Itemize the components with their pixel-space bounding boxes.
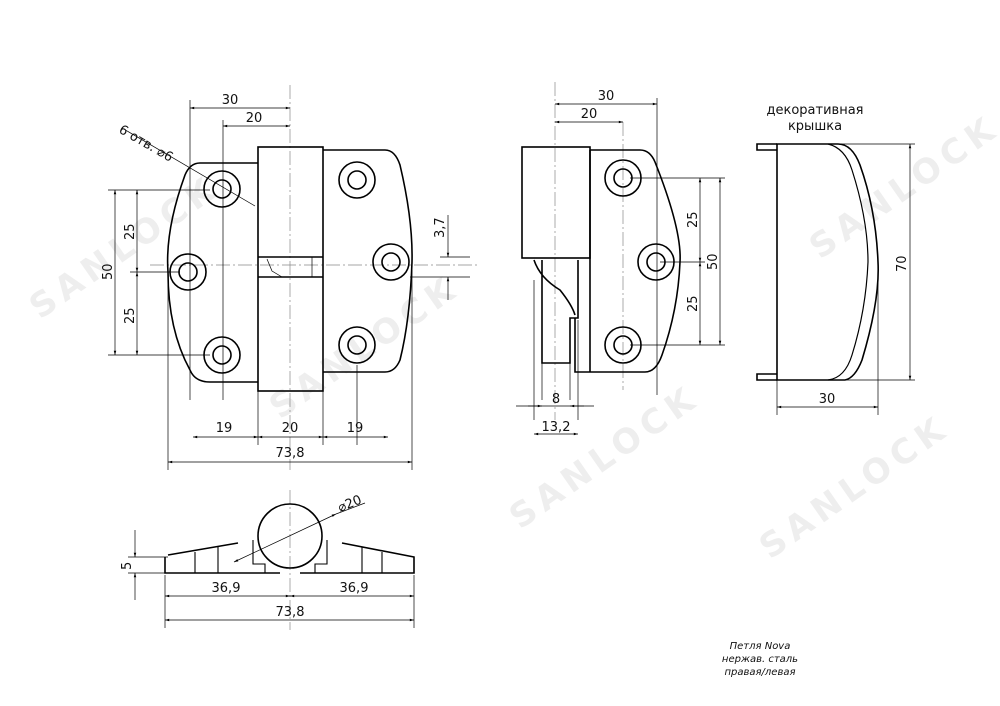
svg-text:Петля Nova: Петля Nova bbox=[730, 641, 791, 652]
svg-text:73,8: 73,8 bbox=[276, 605, 305, 620]
svg-text:19: 19 bbox=[347, 421, 364, 436]
svg-text:30: 30 bbox=[222, 93, 239, 108]
svg-text:⌀20: ⌀20 bbox=[336, 493, 364, 516]
decorative-cover-view: декоративная крышка 70 30 bbox=[756, 103, 915, 415]
svg-text:3,7: 3,7 bbox=[433, 217, 448, 238]
svg-text:25: 25 bbox=[686, 295, 701, 312]
svg-text:нержав. сталь: нержав. сталь bbox=[722, 654, 798, 665]
svg-text:50: 50 bbox=[101, 263, 116, 280]
svg-text:30: 30 bbox=[598, 89, 615, 104]
svg-text:36,9: 36,9 bbox=[340, 581, 369, 596]
svg-text:SANLOCK: SANLOCK bbox=[262, 267, 467, 427]
svg-text:5: 5 bbox=[120, 562, 135, 570]
svg-text:25: 25 bbox=[686, 211, 701, 228]
svg-text:правая/левая: правая/левая bbox=[724, 667, 795, 678]
svg-text:SANLOCK: SANLOCK bbox=[502, 377, 707, 537]
svg-text:20: 20 bbox=[282, 421, 299, 436]
svg-text:25: 25 bbox=[123, 223, 138, 240]
bottom-view: ⌀20 5 36,9 36,9 73,8 bbox=[120, 490, 415, 630]
side-view: 30 20 25 25 50 8 13,2 bbox=[516, 82, 725, 436]
mounting-holes bbox=[169, 161, 410, 374]
svg-text:20: 20 bbox=[581, 107, 598, 122]
title-note: Петля Nova нержав. сталь правая/левая bbox=[722, 641, 798, 678]
svg-text:SANLOCK: SANLOCK bbox=[752, 407, 957, 567]
svg-text:25: 25 bbox=[123, 307, 138, 324]
svg-text:36,9: 36,9 bbox=[212, 581, 241, 596]
svg-text:6 отв. ⌀6: 6 отв. ⌀6 bbox=[116, 122, 175, 165]
svg-text:крышка: крышка bbox=[788, 119, 842, 134]
svg-text:13,2: 13,2 bbox=[542, 420, 571, 435]
svg-text:SANLOCK: SANLOCK bbox=[22, 167, 227, 327]
svg-text:70: 70 bbox=[895, 255, 910, 272]
svg-text:19: 19 bbox=[216, 421, 233, 436]
svg-text:50: 50 bbox=[706, 253, 721, 270]
svg-text:73,8: 73,8 bbox=[276, 446, 305, 461]
svg-text:20: 20 bbox=[246, 111, 263, 126]
svg-text:декоративная: декоративная bbox=[767, 103, 864, 118]
svg-text:8: 8 bbox=[552, 392, 560, 407]
svg-text:30: 30 bbox=[819, 392, 836, 407]
watermark: SANLOCK SANLOCK SANLOCK SANLOCK SANLOCK bbox=[22, 107, 1000, 567]
